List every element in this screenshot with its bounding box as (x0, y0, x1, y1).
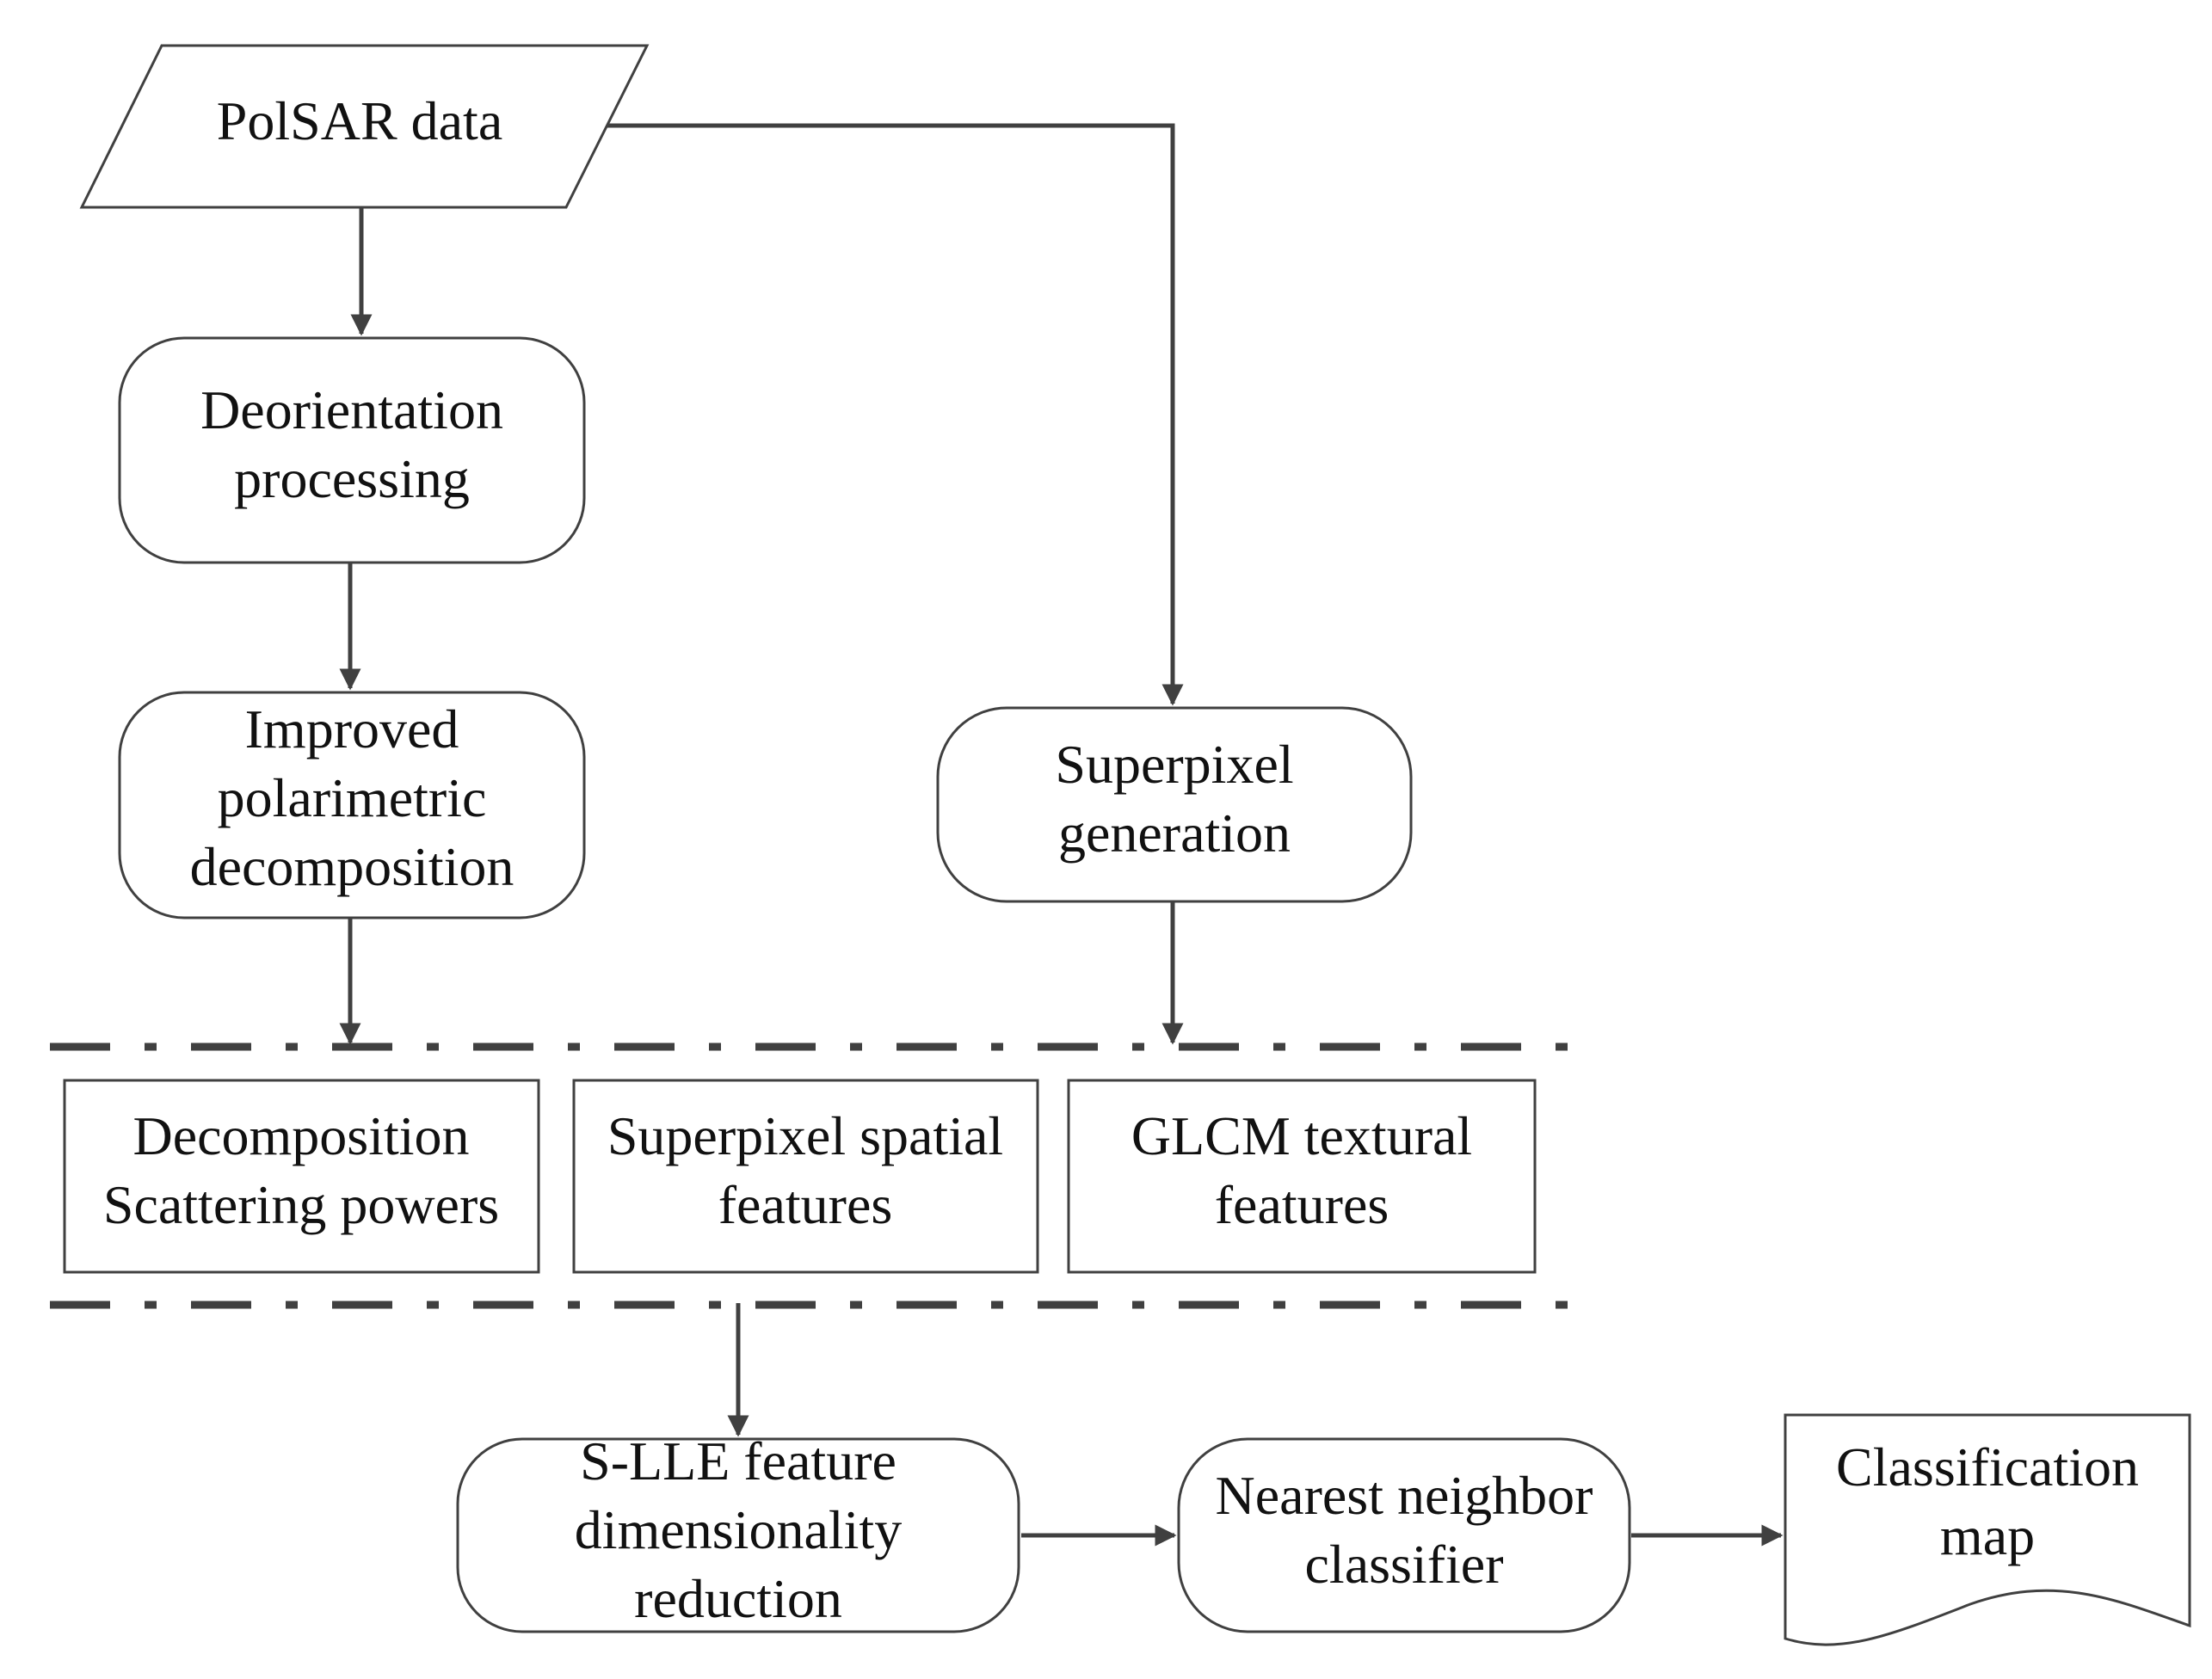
label-line: features (1215, 1174, 1389, 1235)
node-superpixel-generation: Superpixel generation (936, 706, 1413, 903)
node-improved-decomposition: Improved polarimetric decomposition (118, 691, 586, 919)
label-line: map (1940, 1505, 2035, 1566)
label-line: Improved (245, 698, 459, 760)
label-line: processing (234, 448, 470, 509)
glcm-textural-label: GLCM textural features (1131, 1105, 1472, 1235)
label-line: GLCM textural (1131, 1105, 1472, 1166)
label-line: PolSAR data (217, 90, 502, 151)
label-line: Classification (1836, 1436, 2139, 1498)
node-polsar-data: PolSAR data (79, 44, 650, 209)
node-slle-reduction: S-LLE feature dimensionality reduction (456, 1430, 1020, 1633)
label-line: Deorientation (200, 379, 503, 440)
label-line: generation (1058, 803, 1291, 864)
label-line: Scattering powers (103, 1174, 499, 1235)
label-line: classifier (1305, 1534, 1504, 1595)
node-classification-map: Classification map (1784, 1413, 2191, 1646)
node-superpixel-spatial-features: Superpixel spatial features (572, 1079, 1039, 1274)
node-glcm-textural-features: GLCM textural features (1067, 1079, 1537, 1274)
label-line: decomposition (190, 836, 514, 897)
superpixel-spatial-label: Superpixel spatial features (607, 1105, 1003, 1235)
improved-decomposition-label: Improved polarimetric decomposition (190, 698, 514, 897)
label-line: dimensionality (575, 1499, 902, 1560)
arrow-polsar-to-superpixel (604, 123, 1184, 706)
label-line: features (718, 1174, 893, 1235)
label-line: Superpixel (1055, 734, 1293, 795)
slle-reduction-label: S-LLE feature dimensionality reduction (575, 1430, 902, 1629)
superpixel-generation-label: Superpixel generation (1055, 734, 1293, 864)
label-line: S-LLE feature (580, 1430, 897, 1491)
node-deorientation-processing: Deorientation processing (118, 336, 586, 564)
polsar-data-label: PolSAR data (217, 90, 502, 151)
label-line: Nearest neighbor (1216, 1465, 1593, 1526)
label-line: Decomposition (132, 1105, 469, 1166)
label-line: polarimetric (218, 767, 487, 828)
deorientation-label: Deorientation processing (200, 379, 503, 509)
node-nearest-neighbor-classifier: Nearest neighbor classifier (1177, 1437, 1631, 1633)
label-line: reduction (634, 1568, 842, 1629)
nn-classifier-label: Nearest neighbor classifier (1216, 1465, 1593, 1595)
classification-map-label: Classification map (1836, 1436, 2139, 1566)
label-line: Superpixel spatial (607, 1105, 1003, 1166)
